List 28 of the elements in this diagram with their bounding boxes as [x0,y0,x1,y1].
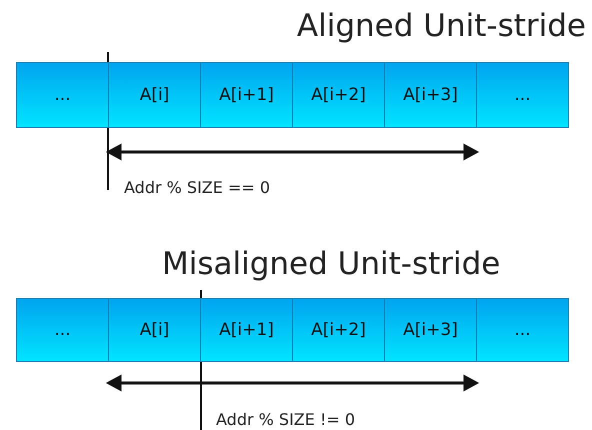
address-condition: Addr % SIZE != 0 [216,410,356,429]
cell-label: A[i+3] [403,320,458,340]
section-title: Misaligned Unit-stride [162,246,500,282]
memory-cell [292,298,385,362]
cell-label: A[i] [140,320,170,340]
cell-label: ... [54,85,71,105]
cell-label: ... [514,85,531,105]
memory-cell [16,298,109,362]
cell-label: ... [54,320,71,340]
memory-cell [108,62,201,128]
cell-label: ... [514,320,531,340]
memory-cell [108,298,201,362]
cell-label: A[i+3] [403,85,458,105]
cell-label: A[i+2] [311,85,366,105]
memory-cell [16,62,109,128]
cell-label: A[i+1] [219,85,274,105]
cell-label: A[i+2] [311,320,366,340]
cell-label: A[i] [140,85,170,105]
memory-cell [384,62,477,128]
cell-label: A[i+1] [219,320,274,340]
memory-cell [200,298,293,362]
memory-cell [476,298,569,362]
memory-cell [292,62,385,128]
section-title: Aligned Unit-stride [296,8,586,44]
memory-cell [200,62,293,128]
memory-cell [476,62,569,128]
address-condition: Addr % SIZE == 0 [124,178,270,197]
memory-cell [384,298,477,362]
